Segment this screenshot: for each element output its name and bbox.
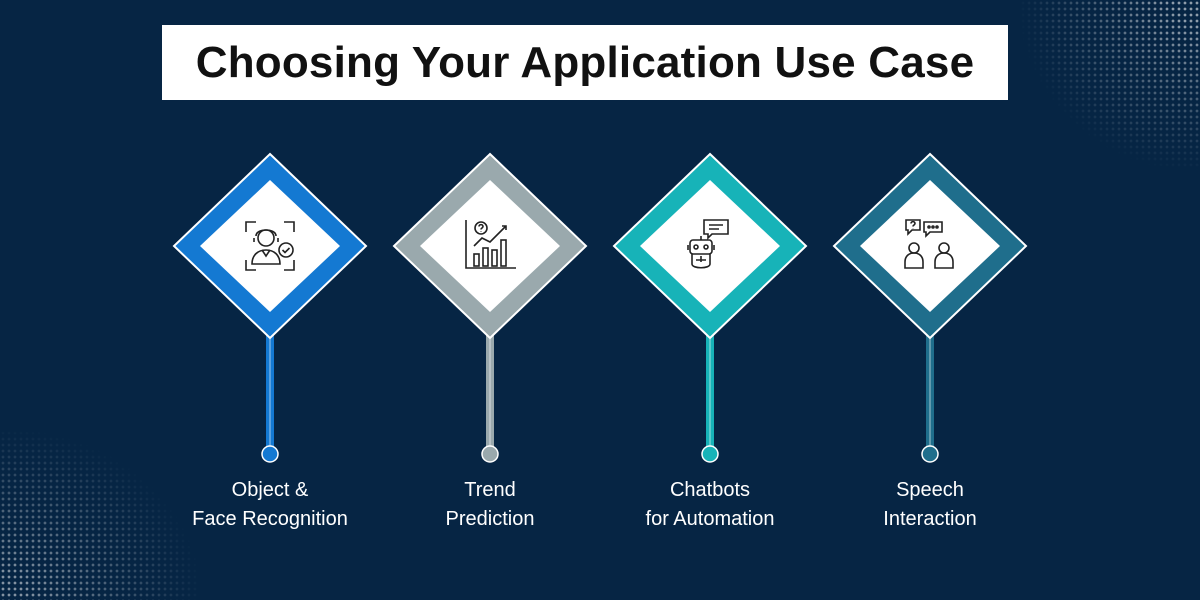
card-label: Speech Interaction	[883, 479, 977, 530]
card-label: Trend Prediction	[445, 479, 535, 530]
trend-chart-icon	[465, 220, 516, 269]
pin-dot	[261, 445, 279, 463]
dot-pattern-top-right	[1020, 0, 1200, 170]
use-case-card-object-face-recognition: Object & Face Recognition	[170, 150, 370, 530]
chatbot-icon	[687, 219, 729, 269]
use-case-card-chatbots-automation: Chatbots for Automation	[610, 150, 810, 530]
pin-dot	[701, 445, 719, 463]
title-banner: Choosing Your Application Use Case	[162, 25, 1008, 100]
pin-marker	[392, 152, 588, 463]
pin-marker	[832, 152, 1028, 463]
face-recognition-icon	[245, 221, 295, 271]
use-case-card-speech-interaction: Speech Interaction	[830, 150, 1030, 530]
card-label: Chatbots for Automation	[645, 479, 775, 530]
page-title: Choosing Your Application Use Case	[195, 37, 975, 87]
speech-interaction-icon	[904, 219, 954, 269]
pin-marker	[172, 152, 368, 463]
use-case-card-trend-prediction: Trend Prediction	[390, 150, 590, 530]
pin-marker	[612, 152, 808, 463]
pin-dot	[481, 445, 499, 463]
dot-pattern-bottom-left	[0, 430, 200, 600]
card-label: Object & Face Recognition	[192, 479, 348, 530]
pin-dot	[921, 445, 939, 463]
